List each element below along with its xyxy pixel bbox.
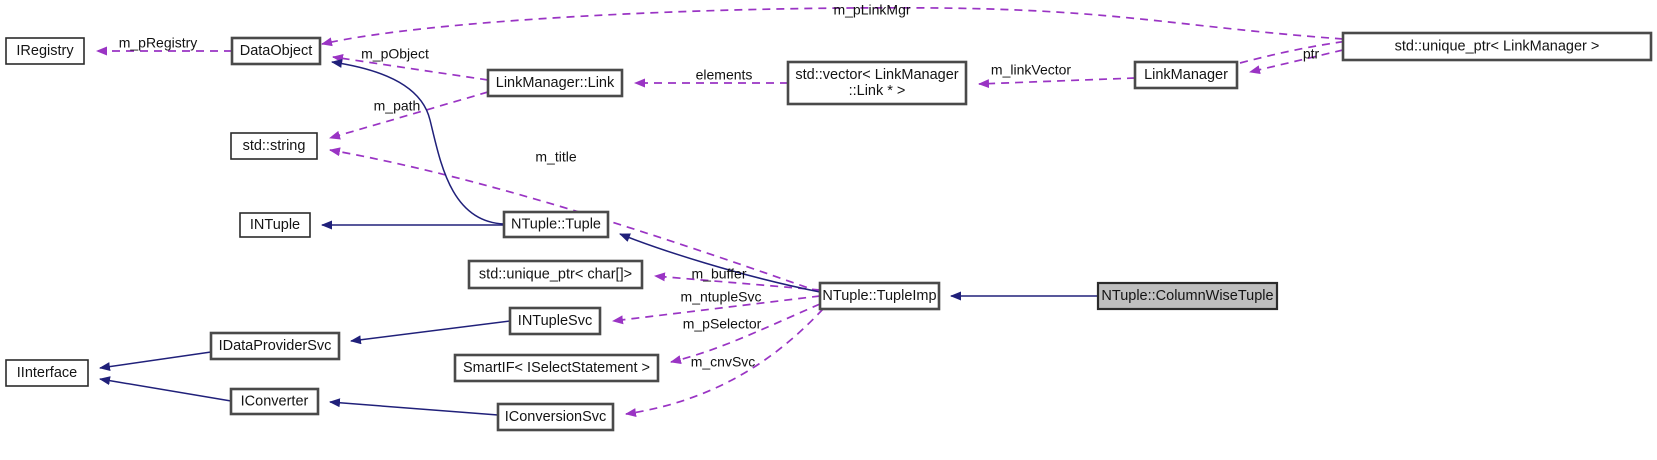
edge-label-m_buffer: m_buffer <box>692 266 747 282</box>
node-box-iinterface[interactable] <box>5 359 89 387</box>
node-ntupletuple[interactable]: NTuple::Tuple <box>502 210 610 239</box>
node-columnwisetuple[interactable]: NTuple::ColumnWiseTuple <box>1096 281 1279 311</box>
edge-m_linkVector <box>978 77 1136 89</box>
node-label-iregistry: IRegistry <box>16 43 74 59</box>
node-label-vectorlmlink: std::vector< LinkManager::Link * > <box>795 67 958 99</box>
node-box-dataobject[interactable] <box>230 36 322 66</box>
edge-label-m_cnvSvc: m_cnvSvc <box>691 354 756 370</box>
edge-m_pSelector <box>670 303 821 364</box>
node-linkmanagerlink[interactable]: LinkManager::Link <box>486 68 624 98</box>
node-box-uniqueptrlm[interactable] <box>1341 31 1653 62</box>
nodes-group: IRegistry DataObject std::unique_ptr< Link… <box>5 31 1653 432</box>
edge-m_cnvSvc <box>625 308 824 417</box>
node-label-idataprovidersvc: IDataProviderSvc <box>219 338 332 354</box>
node-label-uniqueptrlm: std::unique_ptr< LinkManager > <box>1395 38 1600 54</box>
edge-label-m_title: m_title <box>535 149 576 165</box>
inheritance-edges <box>99 59 1098 416</box>
node-iregistry[interactable]: IRegistry <box>5 37 85 65</box>
node-box-iregistry[interactable] <box>5 37 85 65</box>
node-vectorlmlink[interactable]: std::vector< LinkManager::Link * > <box>786 60 968 106</box>
node-box-smartif[interactable] <box>453 353 660 383</box>
node-box-iconverter[interactable] <box>229 387 320 416</box>
node-idataprovidersvc[interactable]: IDataProviderSvc <box>209 331 341 361</box>
node-box-uniqueptrchar[interactable] <box>467 259 644 290</box>
node-intuplesvc[interactable]: INTupleSvc <box>508 306 602 336</box>
edge-label-m_pObject: m_pObject <box>361 46 429 62</box>
edge-label-m_pRegistry: m_pRegistry <box>119 35 198 51</box>
node-iconverter[interactable]: IConverter <box>229 387 320 416</box>
node-label-ntupletuple: NTuple::Tuple <box>511 216 601 232</box>
node-box-linkmanager[interactable] <box>1133 60 1239 90</box>
node-label-columnwisetuple: NTuple::ColumnWiseTuple <box>1101 288 1273 304</box>
edge-labels-group: m_pRegistry m_pLinkMgr m_pObject elements m_… <box>119 2 1320 370</box>
edge-m_pLinkMgr <box>321 6 1344 47</box>
node-iinterface[interactable]: IInterface <box>5 359 89 387</box>
edge-idataprovidersvc-intuplesvc <box>350 320 511 345</box>
edge-ntupletuple-tupleimp <box>619 233 821 293</box>
edge-dataobject-ntupletuple <box>331 59 505 225</box>
node-linkmanager[interactable]: LinkManager <box>1133 60 1239 90</box>
edge-label-m_path: m_path <box>374 98 421 114</box>
node-ntupletupleimp[interactable]: NTuple::TupleImp <box>818 281 941 311</box>
node-label-ntupletupleimp: NTuple::TupleImp <box>822 288 936 304</box>
node-label-smartif: SmartIF< ISelectStatement > <box>463 360 650 376</box>
node-box-stdstring[interactable] <box>230 132 318 160</box>
node-box-ntupletupleimp[interactable] <box>818 281 941 311</box>
node-label-stdstring: std::string <box>243 138 306 154</box>
node-uniqueptrchar[interactable]: std::unique_ptr< char[]> <box>467 259 644 290</box>
edge-label-m_ntupleSvc: m_ntupleSvc <box>681 289 762 305</box>
node-box-intuple[interactable] <box>239 212 311 238</box>
edge-iconverter-iconversionsvc <box>329 398 499 416</box>
edge-m_pObject <box>332 54 489 81</box>
node-uniqueptrlm[interactable]: std::unique_ptr< LinkManager > <box>1341 31 1653 62</box>
node-intuple[interactable]: INTuple <box>239 212 311 238</box>
node-box-ntupletuple[interactable] <box>502 210 610 239</box>
edge-label-m_linkVector: m_linkVector <box>991 62 1071 78</box>
edge-label-elements: elements <box>696 67 753 83</box>
edge-m_ntupleSvc <box>612 295 821 325</box>
edge-label-m_pSelector: m_pSelector <box>683 316 762 332</box>
node-label-uniqueptrchar: std::unique_ptr< char[]> <box>479 266 632 282</box>
edge-ptr <box>1249 49 1344 75</box>
node-dataobject[interactable]: DataObject <box>230 36 322 66</box>
node-box-iconversionsvc[interactable] <box>496 402 615 432</box>
node-label-intuplesvc: INTupleSvc <box>518 313 592 329</box>
node-box-columnwisetuple[interactable] <box>1096 281 1279 311</box>
node-label-linkmanagerlink: LinkManager::Link <box>496 75 615 91</box>
node-smartif[interactable]: SmartIF< ISelectStatement > <box>453 353 660 383</box>
node-iconversionsvc[interactable]: IConversionSvc <box>496 402 615 432</box>
node-label-iconversionsvc: IConversionSvc <box>505 409 607 425</box>
node-label-dataobject: DataObject <box>240 43 313 59</box>
node-box-linkmanagerlink[interactable] <box>486 68 624 98</box>
edge-label-m_pLinkMgr: m_pLinkMgr <box>833 2 910 18</box>
edge-iinterface-idataprovidersvc <box>99 351 212 372</box>
node-label-linkmanager: LinkManager <box>1144 67 1228 83</box>
edge-label-ptr: ptr <box>1303 46 1320 62</box>
node-box-vectorlmlink[interactable] <box>786 60 968 106</box>
node-label-iinterface: IInterface <box>17 365 77 381</box>
edge-iinterface-iconverter <box>99 376 232 402</box>
node-stdstring[interactable]: std::string <box>230 132 318 160</box>
node-label-intuple: INTuple <box>250 217 300 233</box>
node-box-idataprovidersvc[interactable] <box>209 331 341 361</box>
node-box-intuplesvc[interactable] <box>508 306 602 336</box>
node-label-iconverter: IConverter <box>241 393 309 409</box>
